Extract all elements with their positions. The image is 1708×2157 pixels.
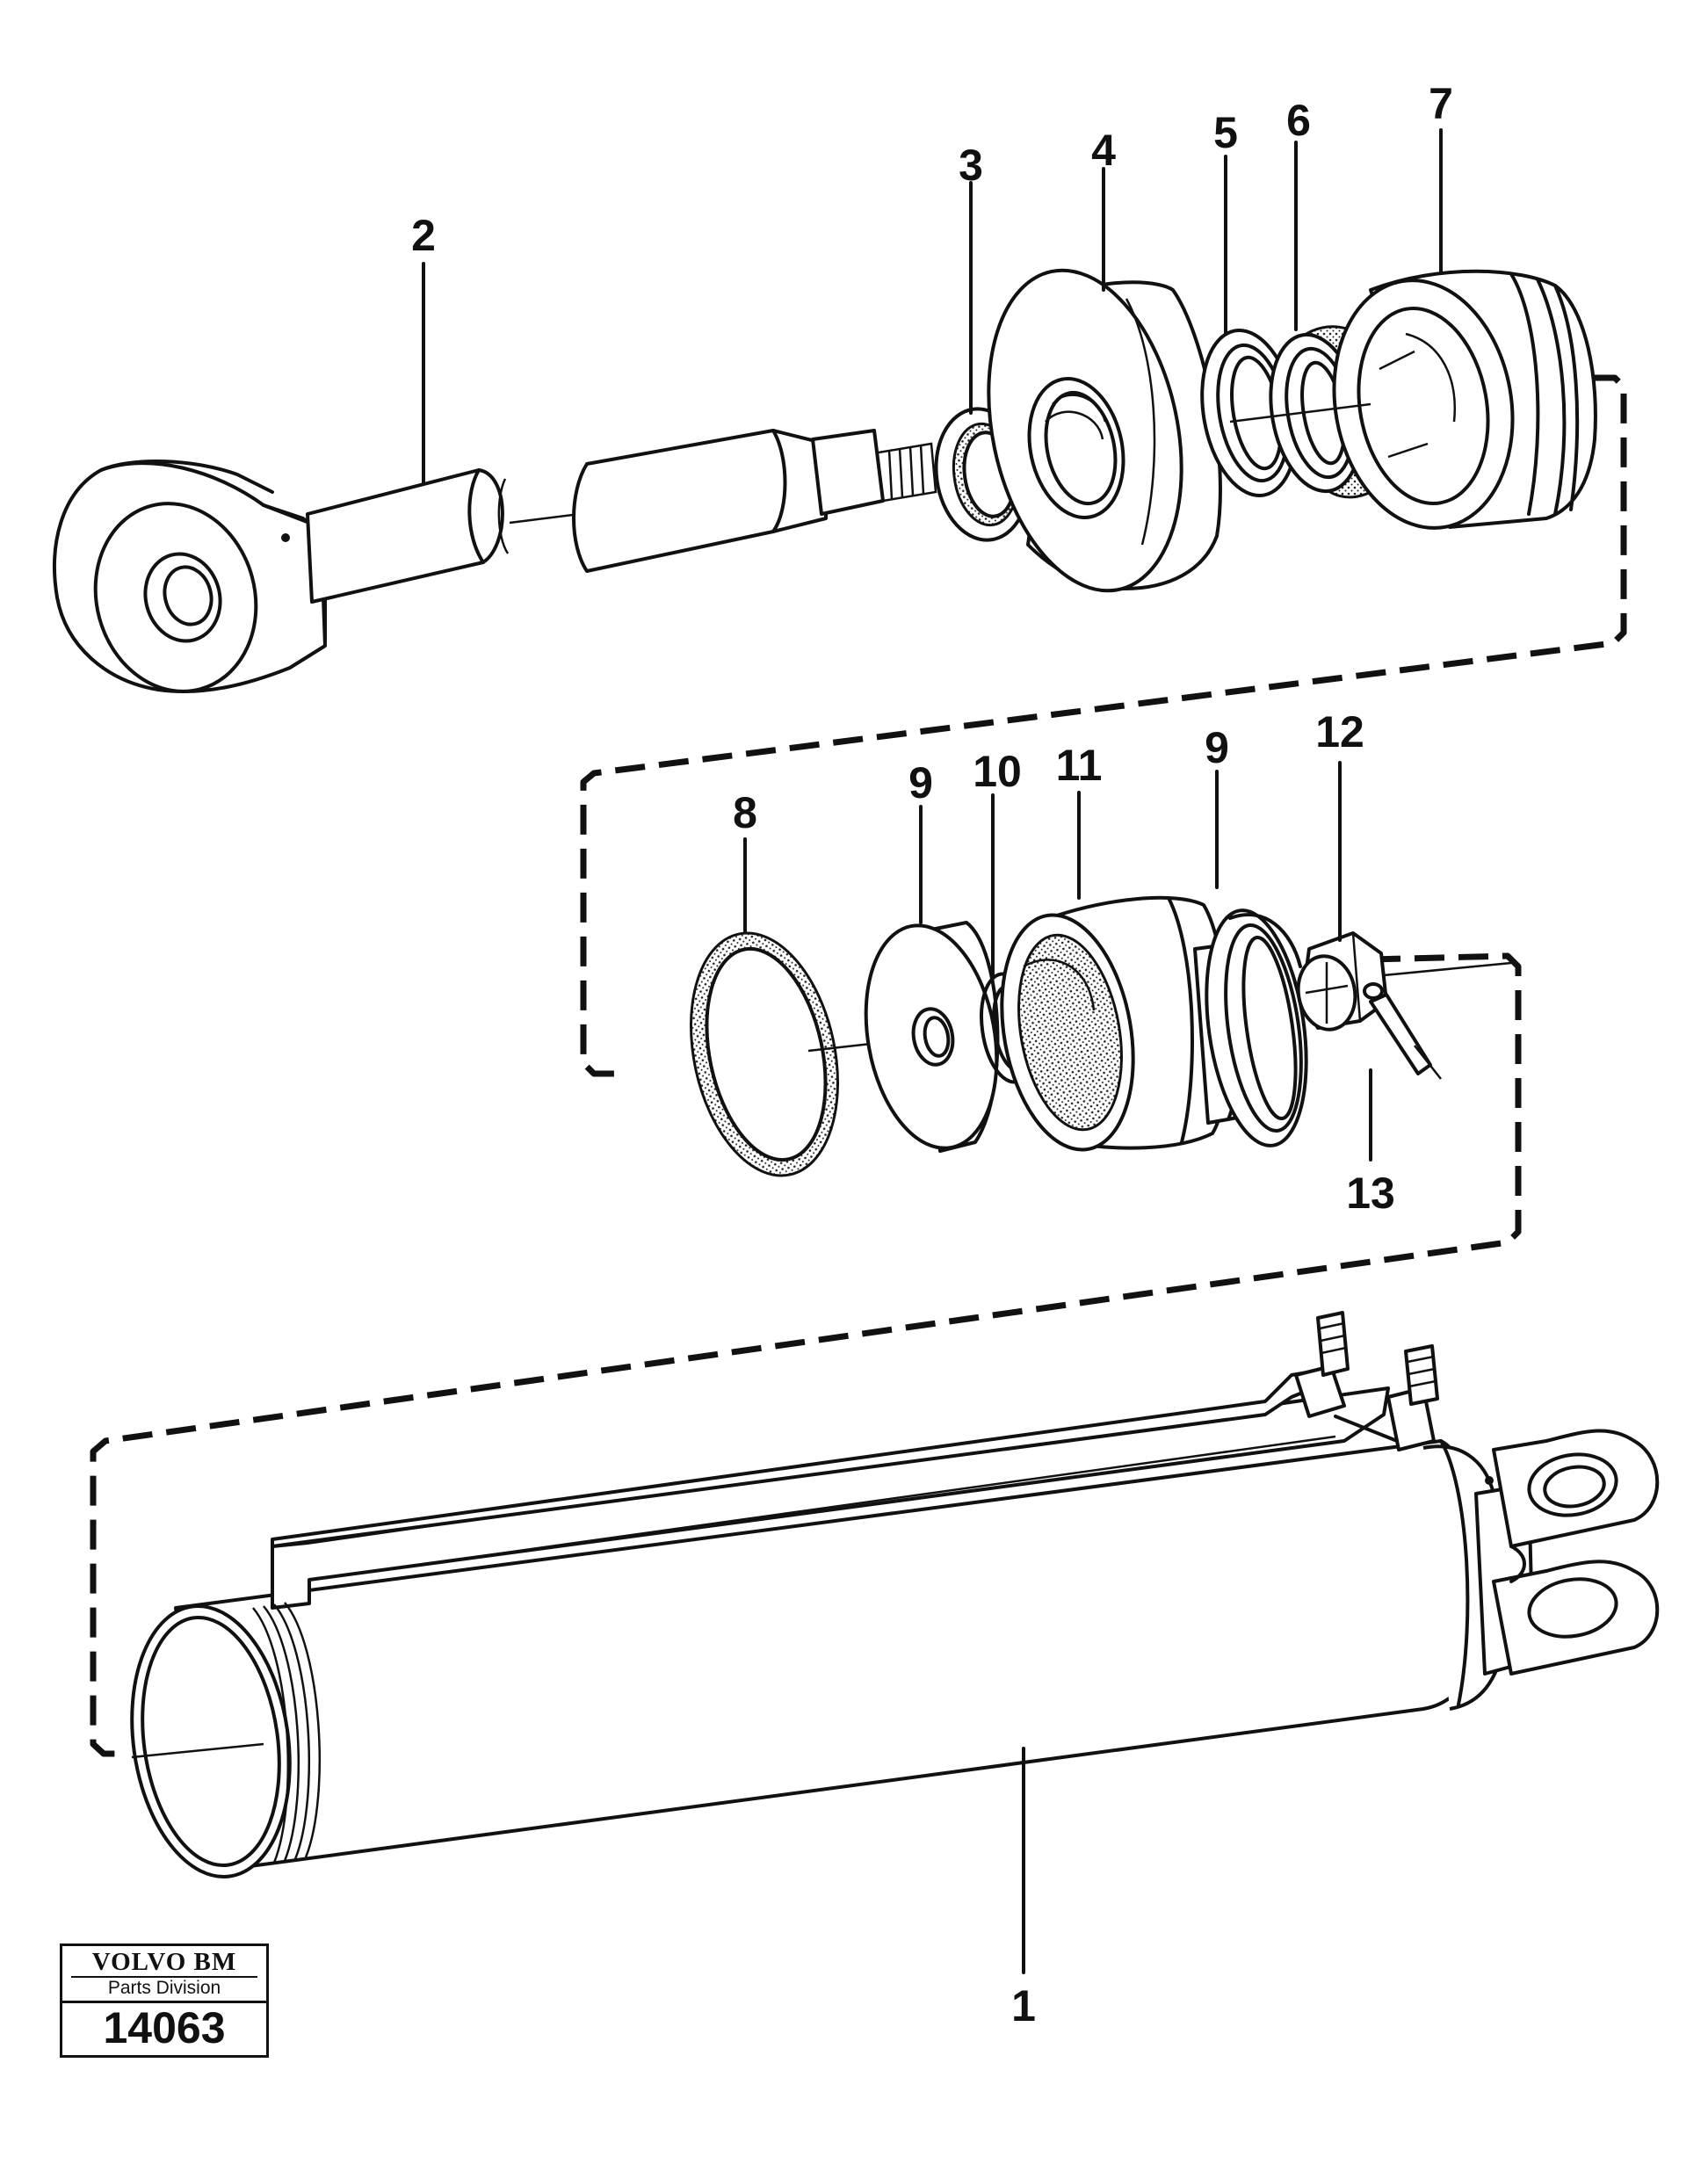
callout-9-left: 9 — [908, 758, 933, 807]
callout-9-right: 9 — [1205, 723, 1229, 772]
callout-4: 4 — [1091, 126, 1116, 175]
part-12-castle-nut — [1296, 931, 1388, 1031]
part-9-washer-left — [864, 921, 1000, 1153]
logo-divider — [71, 1976, 257, 1978]
assembly-guide-upper — [580, 374, 1627, 1077]
callout-11: 11 — [1056, 741, 1103, 790]
callout-6: 6 — [1286, 96, 1311, 145]
axis-line-upper — [1229, 402, 1371, 423]
part-2-piston-rod — [53, 429, 985, 693]
assembly-guide-lower — [90, 952, 1522, 1757]
callout-13: 13 — [1346, 1169, 1395, 1218]
part-13-cotter-pin — [1363, 961, 1512, 1080]
callout-12: 12 — [1315, 707, 1364, 756]
part-4-cylinder-head — [987, 268, 1222, 593]
callout-2: 2 — [411, 211, 436, 260]
logo-divider-lower — [62, 2001, 266, 2003]
callout-3: 3 — [959, 141, 983, 190]
callout-1: 1 — [1011, 1981, 1036, 2030]
volvo-bm-logo-box: VOLVO BM Parts Division 14063 — [60, 1943, 269, 2058]
callout-7: 7 — [1429, 79, 1453, 128]
part-8-backup-ring — [690, 931, 839, 1177]
logo-brand: VOLVO BM — [91, 1948, 237, 1976]
leader-lines — [422, 128, 1443, 1974]
illustration-number: 14063 — [103, 2003, 226, 2052]
callout-10: 10 — [973, 747, 1022, 796]
part-7-guide-bushing — [1332, 269, 1597, 530]
logo-division: Parts Division — [107, 1978, 221, 1998]
part-9-washer-right — [1205, 908, 1308, 1147]
part-1-cylinder-tube — [130, 1311, 1660, 1878]
callout-8: 8 — [733, 788, 757, 837]
callout-5: 5 — [1213, 108, 1238, 157]
